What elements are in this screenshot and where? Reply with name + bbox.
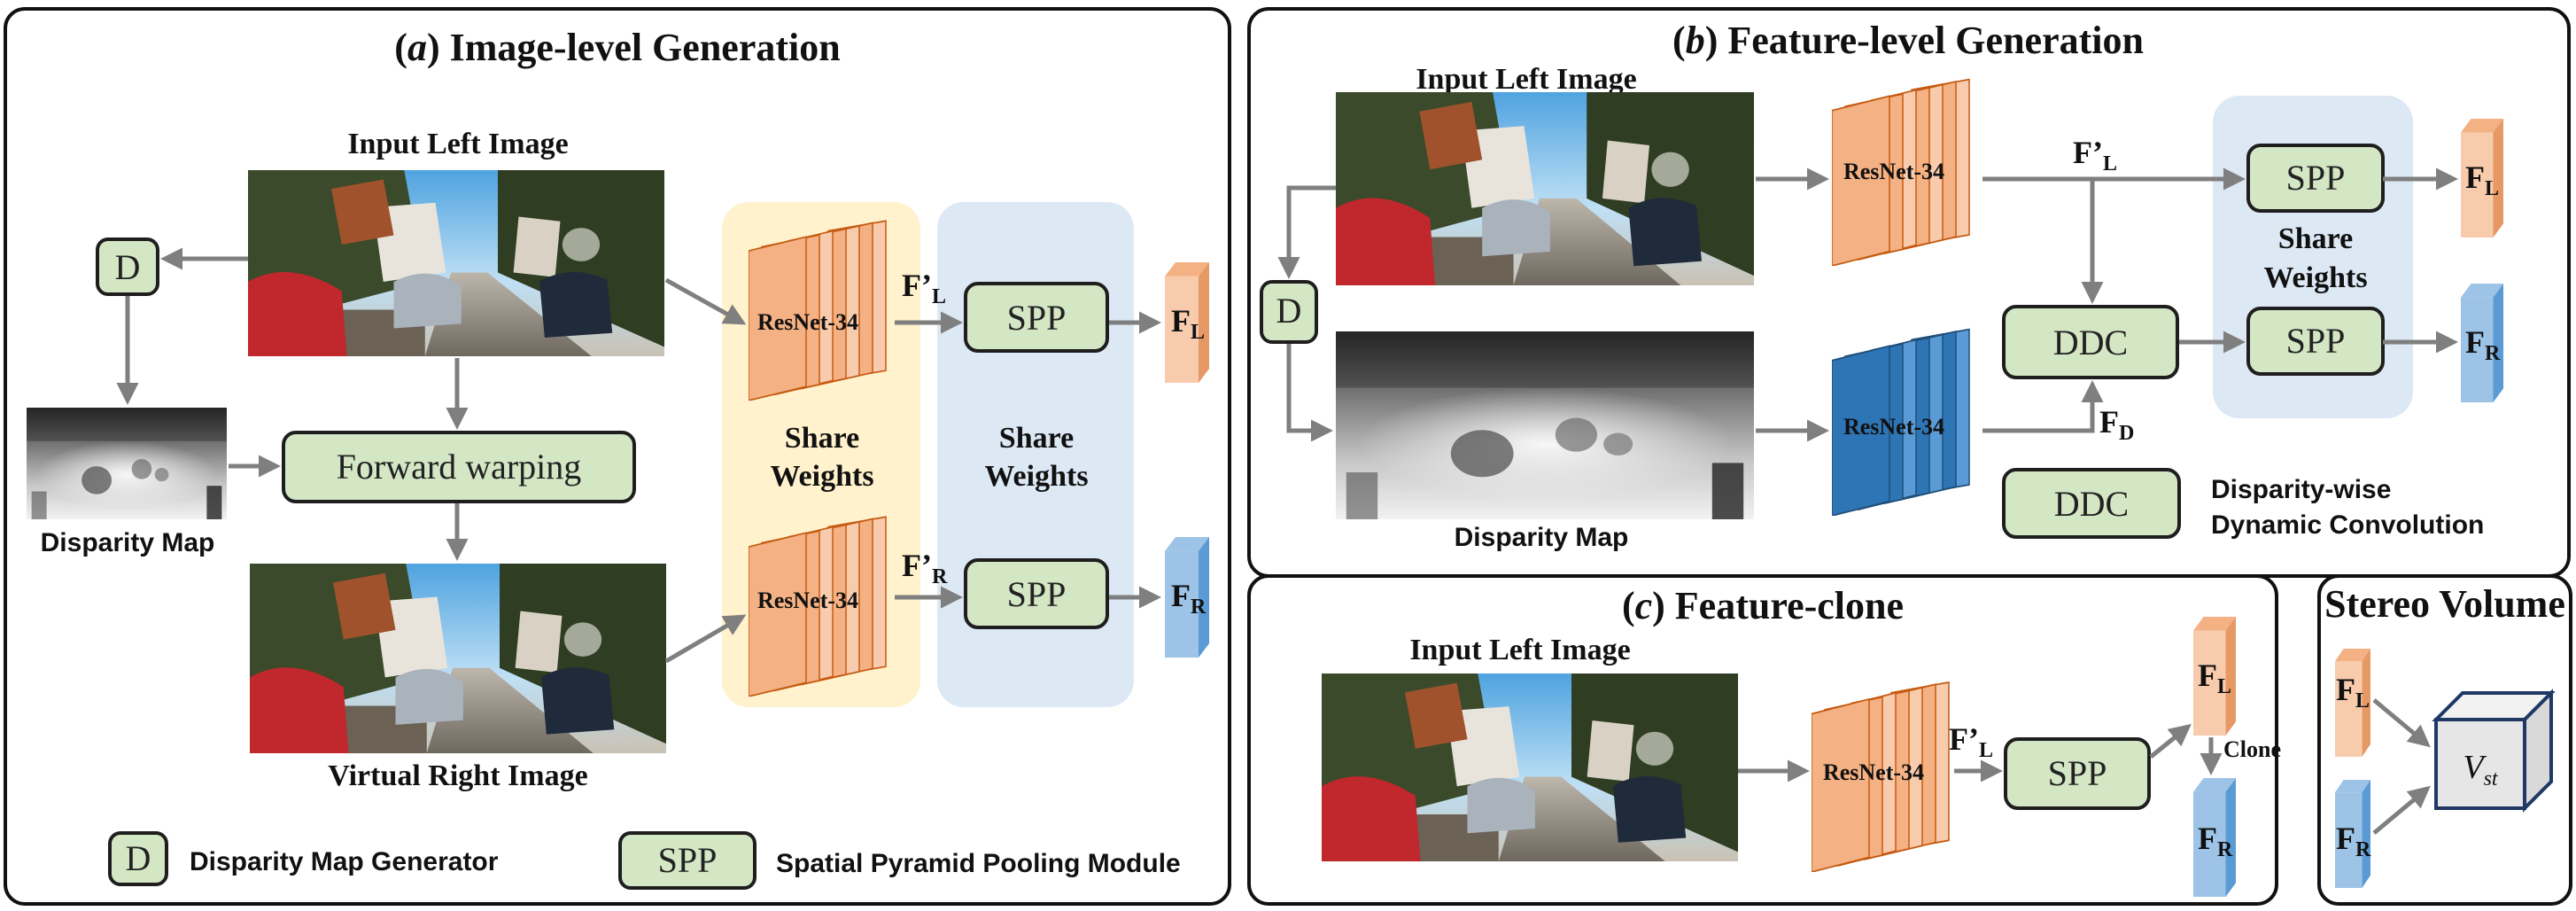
arrow-b-image-to-d bbox=[1277, 185, 1336, 279]
panel-a-share-weights-1-line1: Share bbox=[785, 422, 859, 455]
panel-c-fl-label: FL bbox=[2198, 658, 2231, 698]
panel-a-arrows bbox=[116, 247, 1161, 664]
legend-ddc-text-line1: Disparity-wise bbox=[2211, 475, 2391, 504]
arrow-c-spp-to-fl bbox=[2149, 723, 2192, 759]
panel-b-ddc-label: DDC bbox=[2053, 323, 2128, 362]
panel-a-virtual-right-image bbox=[250, 564, 666, 753]
panel-a-share-bg-blue bbox=[937, 202, 1134, 707]
panel-b-resnet-bottom-label: ResNet-34 bbox=[1843, 414, 1944, 440]
panel-c-fl-prime: F’L bbox=[1949, 721, 1993, 762]
panel-b-input-image bbox=[1336, 92, 1754, 285]
legend-spp-text: Spatial Pyramid Pooling Module bbox=[776, 849, 1181, 878]
panel-a-forward-warping-label: Forward warping bbox=[337, 447, 582, 487]
panel-a-input-label: Input Left Image bbox=[347, 128, 568, 160]
panel-d-title: Stereo Volume bbox=[2324, 582, 2565, 626]
panel-a-fr-label: FR bbox=[1171, 578, 1207, 619]
panel-a-resnet-top-label: ResNet-34 bbox=[757, 309, 858, 335]
panel-c-title: (c) Feature-clone bbox=[1622, 584, 1904, 627]
legend-spp-box bbox=[618, 831, 757, 890]
legend-ddc-text-line2: Dynamic Convolution bbox=[2211, 510, 2484, 540]
panel-a-share-weights-2-line1: Share bbox=[999, 422, 1074, 455]
panel-a-disparity-map bbox=[27, 408, 227, 519]
panel-b-title: (b) Feature-level Generation bbox=[1672, 19, 2144, 62]
panel-c-spp bbox=[2004, 737, 2151, 810]
panel-c-spp-label: SPP bbox=[2048, 753, 2107, 793]
legend-ddc-box bbox=[2002, 468, 2181, 539]
panel-a-disparity-label: Disparity Map bbox=[41, 528, 215, 557]
panel-c-clone-label: Clone bbox=[2223, 736, 2281, 762]
panel-a-title: (a) Image-level Generation bbox=[394, 26, 840, 69]
panel-b-input-label: Input Left Image bbox=[1416, 63, 1636, 96]
panel-c-input-label: Input Left Image bbox=[1409, 634, 1630, 666]
stereo-volume-cube bbox=[2432, 689, 2556, 813]
panel-a-disparity-generator-box bbox=[96, 237, 159, 296]
panel-b-resnet-top-label: ResNet-34 bbox=[1843, 159, 1944, 184]
arrow-d-fr-to-volume bbox=[2372, 785, 2431, 835]
panel-c-frame bbox=[1247, 574, 2278, 906]
panel-b-share-line2: Weights bbox=[2263, 261, 2367, 294]
arrow-right-to-resnet bbox=[664, 614, 747, 664]
arrow-b-d-to-disparity bbox=[1286, 344, 1333, 442]
panel-b-disparity-generator-box bbox=[1260, 280, 1318, 344]
panel-d-fr-label: FR bbox=[2336, 821, 2371, 861]
panel-b-arrows bbox=[1277, 167, 2458, 442]
panel-a-share-weights-1-line2: Weights bbox=[770, 460, 873, 493]
panel-b-disparity-label: Disparity Map bbox=[1455, 523, 1629, 552]
panel-b-fl-label: FL bbox=[2465, 160, 2499, 200]
panel-a-input-image bbox=[248, 170, 664, 356]
arrow-d-fl-to-volume bbox=[2372, 698, 2431, 748]
panel-c-fr-label: FR bbox=[2198, 821, 2233, 861]
arrow-b-fd-to-ddc bbox=[1982, 380, 2104, 433]
panel-c-resnet-label: ResNet-34 bbox=[1823, 759, 1924, 785]
panel-a-fl-prime: F’L bbox=[902, 268, 946, 308]
panel-a-virtual-label: Virtual Right Image bbox=[328, 759, 587, 792]
panel-d-frame bbox=[2317, 574, 2572, 906]
panel-b-d-label: D bbox=[1276, 291, 1302, 331]
panel-b-fl-prime: F’L bbox=[2073, 135, 2117, 175]
panel-c-arrows bbox=[1738, 723, 2223, 783]
panel-d-arrows bbox=[2372, 698, 2431, 835]
panel-a-resnet-bottom-label: ResNet-34 bbox=[757, 588, 858, 613]
panel-a-spp-top bbox=[964, 282, 1109, 353]
panel-b-disparity-map bbox=[1336, 331, 1754, 519]
panel-b-ddc-box bbox=[2002, 305, 2179, 379]
panel-a-d-label: D bbox=[115, 247, 141, 287]
arrow-left-to-resnet bbox=[664, 277, 747, 325]
panel-a-share-weights-2-line2: Weights bbox=[984, 460, 1088, 493]
legend-d-box-label: D bbox=[126, 838, 151, 878]
panel-a-forward-warping-box bbox=[282, 431, 636, 503]
panel-a-frame bbox=[4, 7, 1231, 906]
panel-a-spp-bottom-label: SPP bbox=[1007, 574, 1067, 614]
panel-a-fl-label: FL bbox=[1171, 303, 1205, 344]
panel-b-spp-top-label: SPP bbox=[2286, 158, 2346, 198]
panel-b-spp-bottom-label: SPP bbox=[2286, 321, 2346, 361]
stereo-volume-label: Vst bbox=[2463, 749, 2499, 790]
panel-b-share-line1: Share bbox=[2278, 222, 2353, 255]
panel-c-input-image bbox=[1322, 674, 1738, 861]
panel-d-fl-label: FL bbox=[2336, 672, 2370, 712]
panel-b-fd: FD bbox=[2099, 404, 2134, 445]
panel-a-fr-prime: F’R bbox=[902, 548, 948, 588]
panel-b-fr-label: FR bbox=[2465, 324, 2501, 365]
legend-spp-box-label: SPP bbox=[658, 840, 718, 880]
legend-ddc-box-label: DDC bbox=[2054, 484, 2129, 524]
panel-a-spp-top-label: SPP bbox=[1007, 298, 1067, 338]
panel-a-spp-bottom bbox=[964, 558, 1109, 629]
legend-d-box bbox=[108, 831, 168, 886]
legend-d-text: Disparity Map Generator bbox=[190, 847, 499, 876]
